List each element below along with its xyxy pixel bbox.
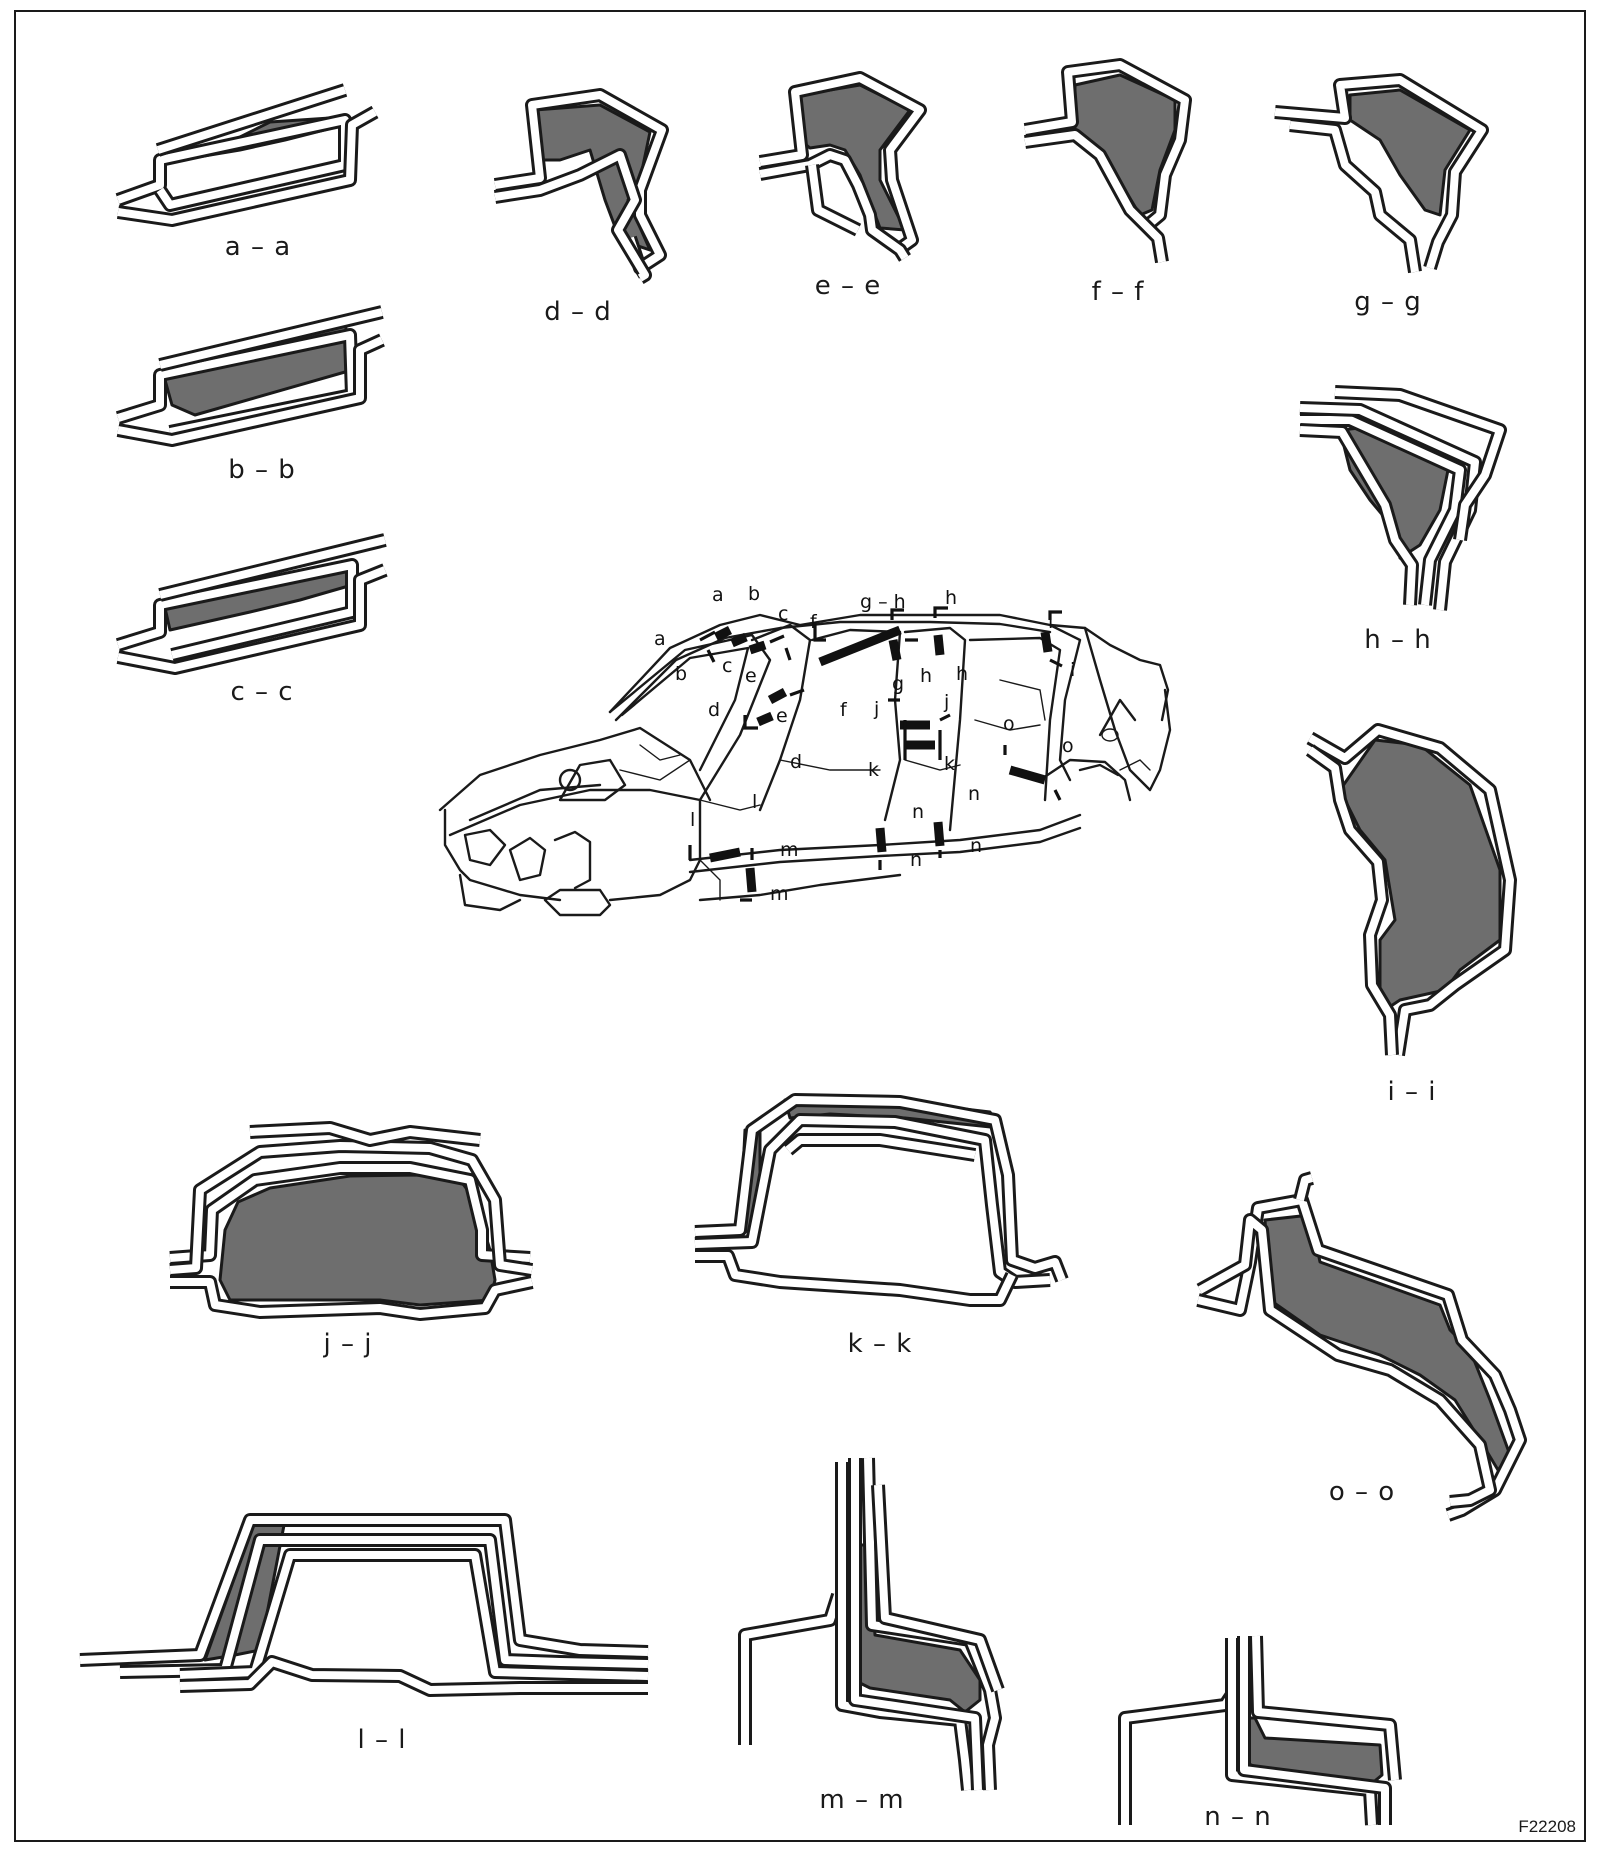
caption-j-j: j – j <box>323 1329 373 1359</box>
section-i-i: i – i <box>1305 723 1517 1107</box>
section-n-n: n – n <box>1118 1635 1402 1832</box>
section-c-c: c – c <box>115 533 388 707</box>
callout-m-top: m <box>780 839 799 861</box>
callout-d-left: d <box>708 699 720 721</box>
caption-a-a: a – a <box>225 232 291 262</box>
section-g-g: g – g <box>1274 73 1489 317</box>
caption-c-c: c – c <box>230 677 293 707</box>
section-e-e: e – e <box>758 71 927 301</box>
callout-b-left: b <box>675 663 687 685</box>
callout-j-left: j <box>873 698 879 720</box>
callout-o-right: o <box>1062 735 1074 757</box>
callout-n-left-top: n <box>912 801 924 823</box>
callout-n-left-bottom: n <box>910 849 922 871</box>
section-k-k: k – k <box>694 1093 1069 1359</box>
figure-id: F22208 <box>1518 1817 1576 1836</box>
callout-h-right: h <box>956 663 968 685</box>
caption-l-l: l – l <box>358 1725 407 1755</box>
caption-h-h: h – h <box>1364 625 1432 655</box>
callout-l-left: l <box>690 809 695 831</box>
callout-d-bottom: d <box>790 751 802 773</box>
callout-g-mid: g <box>892 673 904 695</box>
caption-e-e: e – e <box>815 271 882 301</box>
callout-c-left: c <box>722 655 732 677</box>
section-l-l: l – l <box>79 1513 649 1755</box>
callout-j-right: j <box>943 691 949 713</box>
callout-f-bottom: f <box>840 699 848 721</box>
callout-n-right-top: n <box>968 783 980 805</box>
callout-letters: a a b b c c d d e e f f g – h g h h h i … <box>654 583 1075 905</box>
callout-c-top: c <box>778 603 788 625</box>
callout-o-left: o <box>1003 713 1015 735</box>
callout-a-left: a <box>654 628 666 650</box>
callout-k-left: k <box>868 759 879 781</box>
callout-a-top: a <box>712 584 724 606</box>
section-o-o: o – o <box>1196 1171 1527 1522</box>
caption-i-i: i – i <box>1388 1077 1437 1107</box>
callout-l-right: l <box>752 791 757 813</box>
callout-m-bottom: m <box>770 883 789 905</box>
car-body-illustration <box>438 613 1172 917</box>
section-d-d: d – d <box>493 88 669 327</box>
callout-f-top: f <box>810 611 818 633</box>
callout-b-top: b <box>748 583 760 605</box>
caption-d-d: d – d <box>544 297 612 327</box>
section-m-m: m – m <box>738 1457 1005 1815</box>
caption-g-g: g – g <box>1354 287 1422 317</box>
section-j-j: j – j <box>169 1121 534 1359</box>
figure-frame <box>14 10 1586 1842</box>
cut-markers <box>688 606 1063 902</box>
caption-k-k: k – k <box>848 1329 913 1359</box>
caption-n-n: n – n <box>1204 1802 1272 1832</box>
caption-f-f: f – f <box>1092 277 1145 307</box>
callout-e-left: e <box>745 665 757 687</box>
caption-b-b: b – b <box>228 455 296 485</box>
callout-h-top: h <box>945 587 957 609</box>
callout-n-right-bottom: n <box>970 835 982 857</box>
callout-i-bottom: i <box>1070 659 1075 681</box>
section-f-f: f – f <box>1023 58 1192 307</box>
callout-i-top: i <box>1048 611 1053 633</box>
callout-h-mid: h <box>920 665 932 687</box>
section-b-b: b – b <box>115 305 385 485</box>
section-h-h: h – h <box>1299 385 1507 655</box>
callout-k-right: k <box>944 753 955 775</box>
caption-o-o: o – o <box>1329 1477 1395 1507</box>
callout-gh-top: g – h <box>860 591 906 613</box>
section-a-a: a – a <box>115 83 379 262</box>
callout-e-right: e <box>776 705 788 727</box>
caption-m-m: m – m <box>819 1785 904 1815</box>
